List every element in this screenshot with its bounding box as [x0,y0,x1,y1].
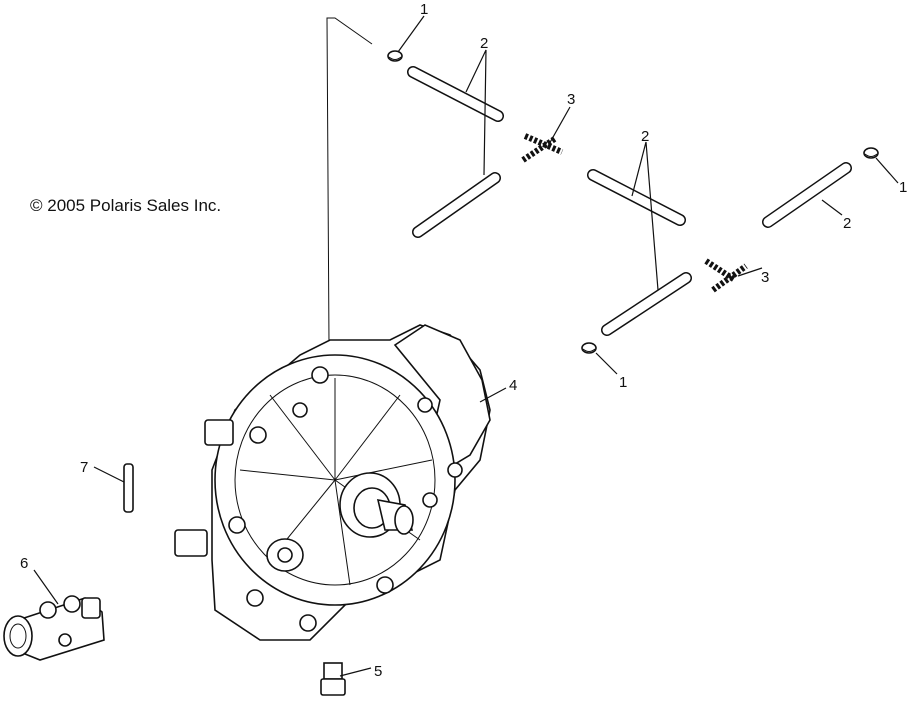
callout-1-bottom: 1 [619,374,627,391]
rod-part-2-a [407,66,504,122]
callout-6: 6 [20,555,28,572]
plug-part-1-right [863,147,879,159]
rod-part-2-d [762,162,852,228]
dowel-pin-part-7 [123,463,134,513]
callout-2-right: 2 [843,215,851,232]
plug-part-1-bottom [581,342,597,354]
bolt-part-5 [320,662,346,696]
gearcase-housing-part-4 [174,324,491,641]
coupler-part-6 [3,595,105,661]
copyright-notice: © 2005 Polaris Sales Inc. [30,196,222,215]
callout-2-middle: 2 [641,128,649,145]
alignment-line [326,17,373,346]
plug-part-1-top [387,50,403,62]
rod-part-2-e [601,272,692,336]
callout-1-top: 1 [420,1,428,18]
leader-lines [33,15,899,677]
callout-1-right: 1 [899,179,907,196]
rod-part-2-b [412,172,501,238]
callout-3-right: 3 [761,269,769,286]
callout-2-left: 2 [480,35,488,52]
callout-7: 7 [80,459,88,476]
callout-3-left: 3 [567,91,575,108]
callout-5: 5 [374,663,382,680]
rod-part-2-c [587,169,686,226]
callout-4: 4 [509,377,517,394]
spider-part-3-a [521,133,564,163]
spider-part-3-b [704,258,748,293]
